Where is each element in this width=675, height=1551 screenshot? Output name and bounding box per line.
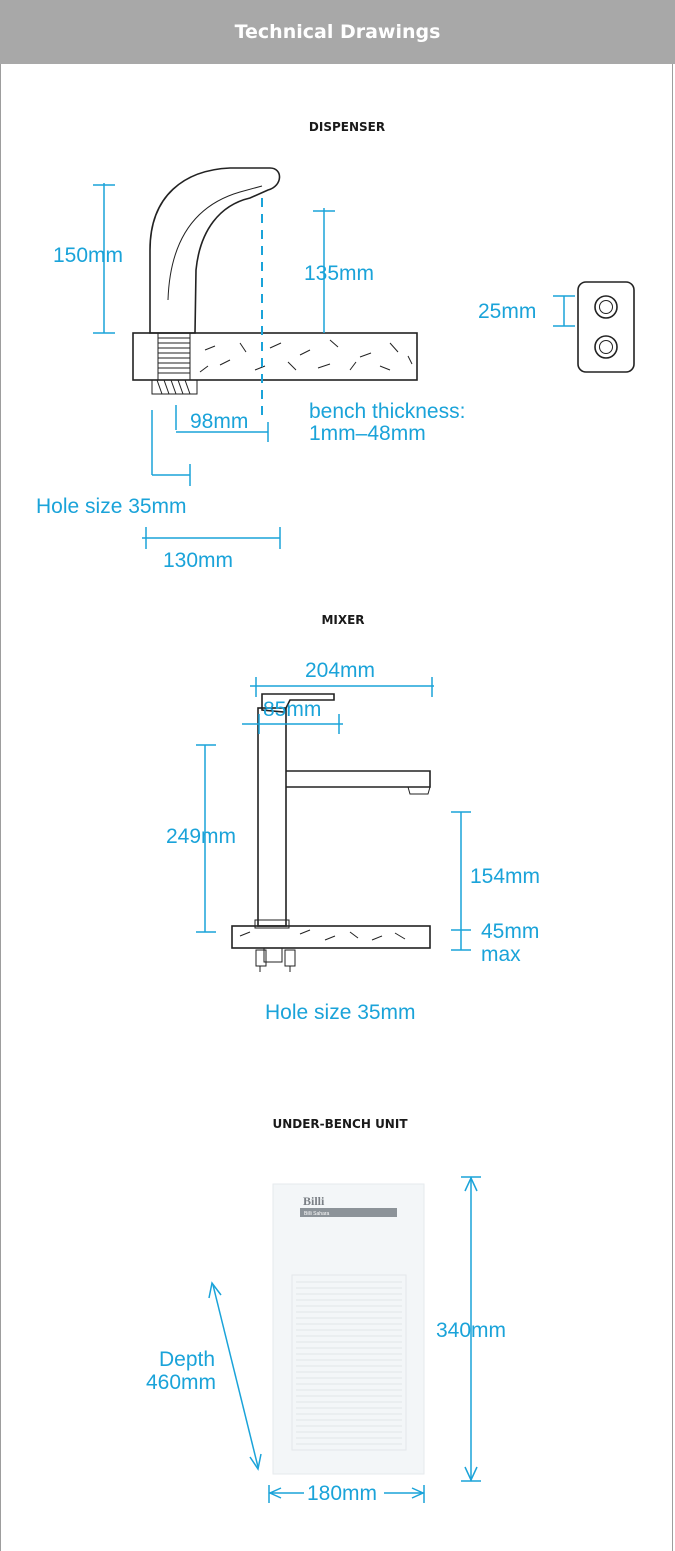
mixer-height-label: 249mm: [166, 825, 236, 848]
dispenser-spout: [149, 167, 281, 334]
mixer-spout: [286, 770, 431, 788]
dispenser-drawing: [132, 167, 418, 418]
mixer-bench: [231, 925, 431, 949]
dispenser-height-label: 150mm: [53, 244, 123, 267]
mixer-bench-label-1: 45mm: [481, 920, 539, 943]
dispenser-base-label: 130mm: [163, 549, 233, 572]
dispenser-bench-label-2: 1mm–48mm: [309, 422, 426, 445]
bench-speckles: [199, 339, 413, 373]
mixer-title: MIXER: [321, 613, 364, 627]
dispenser-spout-height-label: 135mm: [304, 262, 374, 285]
underbench-depth-label-2: 460mm: [146, 1371, 216, 1394]
underbench-height-label: 340mm: [436, 1319, 506, 1342]
underbench-width-label: 180mm: [307, 1482, 377, 1505]
mixer-hole-label: Hole size 35mm: [265, 1001, 416, 1024]
mixer-drawing: [231, 693, 431, 972]
unit-louvres: [296, 1281, 402, 1445]
spout-highlight: [167, 185, 263, 301]
mixer-handle-label: 85mm: [263, 698, 321, 721]
dispenser-button-plate: [577, 281, 635, 373]
dispenser-bench-label-1: bench thickness:: [309, 400, 465, 423]
mixer-handle: [261, 693, 335, 713]
dispenser-reach-label: 98mm: [190, 410, 248, 433]
mixer-spout-height-label: 154mm: [470, 865, 540, 888]
shank-threads: [158, 337, 190, 374]
dispenser-nut: [151, 379, 198, 395]
underbench-title: UNDER-BENCH UNIT: [272, 1117, 408, 1131]
dispenser-dimensions: [93, 183, 575, 549]
mixer-reach-label: 204mm: [305, 659, 375, 682]
page-header: Technical Drawings: [0, 0, 675, 64]
dispenser-bench: [132, 332, 418, 381]
dispenser-button-label: 25mm: [478, 300, 536, 323]
dispenser-hole-label: Hole size 35mm: [36, 495, 187, 518]
mixer-body: [257, 707, 287, 927]
mixer-dimensions: [196, 677, 471, 951]
underbench-depth-label-1: Depth: [159, 1348, 215, 1371]
model-label: Billi Sahara: [304, 1211, 330, 1217]
brand-logo: Billi: [303, 1194, 325, 1208]
mixer-bench-label-2: max: [481, 943, 521, 966]
dispenser-title: DISPENSER: [309, 120, 385, 134]
page-title: Technical Drawings: [234, 21, 441, 43]
underbench-drawing: Billi Billi Sahara: [272, 1183, 425, 1475]
